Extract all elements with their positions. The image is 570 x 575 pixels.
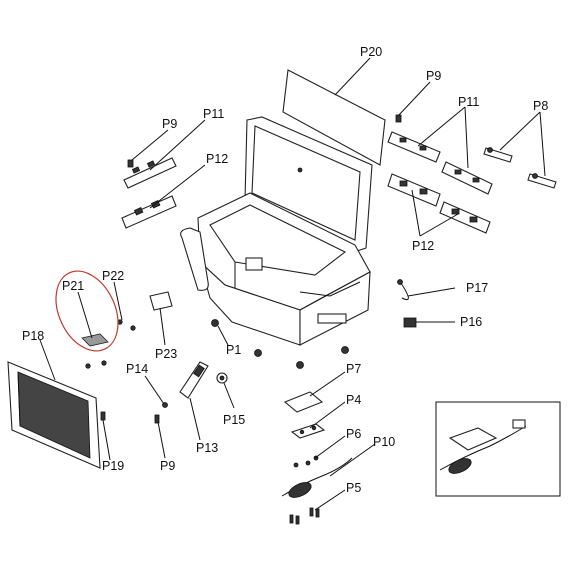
part-p19-screw[interactable] xyxy=(100,411,106,421)
label-p12-left: P12 xyxy=(206,152,228,166)
label-p12-right: P12 xyxy=(412,239,434,253)
label-p11-right: P11 xyxy=(458,95,479,109)
part-p11-hinge-left[interactable] xyxy=(123,157,177,189)
label-p21: P21 xyxy=(62,279,84,293)
part-p22-screws[interactable] xyxy=(85,319,136,369)
label-p9-bottom: P9 xyxy=(160,459,175,473)
label-p6: P6 xyxy=(346,427,361,441)
label-p22: P22 xyxy=(102,269,124,283)
part-p16-drain-plug[interactable] xyxy=(403,317,417,328)
part-p23-bracket[interactable] xyxy=(149,291,173,311)
part-p6-washers[interactable] xyxy=(293,455,319,468)
part-p12-latch-right-b[interactable] xyxy=(439,201,491,234)
label-p18: P18 xyxy=(22,329,44,343)
label-p9-top-left: P9 xyxy=(162,117,177,131)
label-p13: P13 xyxy=(196,441,218,455)
label-p14: P14 xyxy=(126,362,148,376)
label-p17: P17 xyxy=(466,281,488,295)
part-p15-knob[interactable] xyxy=(216,372,228,384)
label-p7: P7 xyxy=(346,362,361,376)
label-p8: P8 xyxy=(533,99,548,113)
label-p19: P19 xyxy=(102,459,124,473)
part-p21-clip[interactable] xyxy=(81,333,109,347)
label-p11-left: P11 xyxy=(203,107,224,121)
part-p9-screw-top-left[interactable] xyxy=(127,159,134,168)
label-p16: P16 xyxy=(460,315,482,329)
leader-lines xyxy=(39,57,546,511)
part-p11-hinge-right-a[interactable] xyxy=(387,131,441,163)
label-p20: P20 xyxy=(360,45,382,59)
part-p20-panel[interactable] xyxy=(282,69,386,166)
label-p4: P4 xyxy=(346,393,361,407)
part-p4-plate[interactable] xyxy=(290,423,326,439)
label-p1: P1 xyxy=(226,343,241,357)
label-p9-top-right: P9 xyxy=(426,69,441,83)
label-p5: P5 xyxy=(346,481,361,495)
part-p9-screw-bottom[interactable] xyxy=(154,414,160,424)
label-p23: P23 xyxy=(155,347,177,361)
part-p7-pad[interactable] xyxy=(283,391,324,413)
part-p8-bracket-a[interactable] xyxy=(483,147,513,163)
part-p1-cooler-body[interactable] xyxy=(180,116,373,369)
label-p10: P10 xyxy=(373,435,395,449)
highlight-p21 xyxy=(55,270,119,352)
inset-detail-box xyxy=(435,401,561,497)
part-p5-screws[interactable] xyxy=(289,507,320,525)
part-p10-strap[interactable] xyxy=(281,457,353,501)
part-p12-latch-right-a[interactable] xyxy=(387,173,441,207)
part-p11-hinge-right-b[interactable] xyxy=(441,161,493,195)
part-p12-latch-left[interactable] xyxy=(121,195,177,229)
part-p13-side-handle[interactable] xyxy=(179,361,209,399)
label-p15: P15 xyxy=(223,413,245,427)
part-p18-grille-panel[interactable] xyxy=(7,361,101,469)
part-p17-cable[interactable] xyxy=(397,279,409,301)
part-p8-bracket-b[interactable] xyxy=(527,173,557,189)
